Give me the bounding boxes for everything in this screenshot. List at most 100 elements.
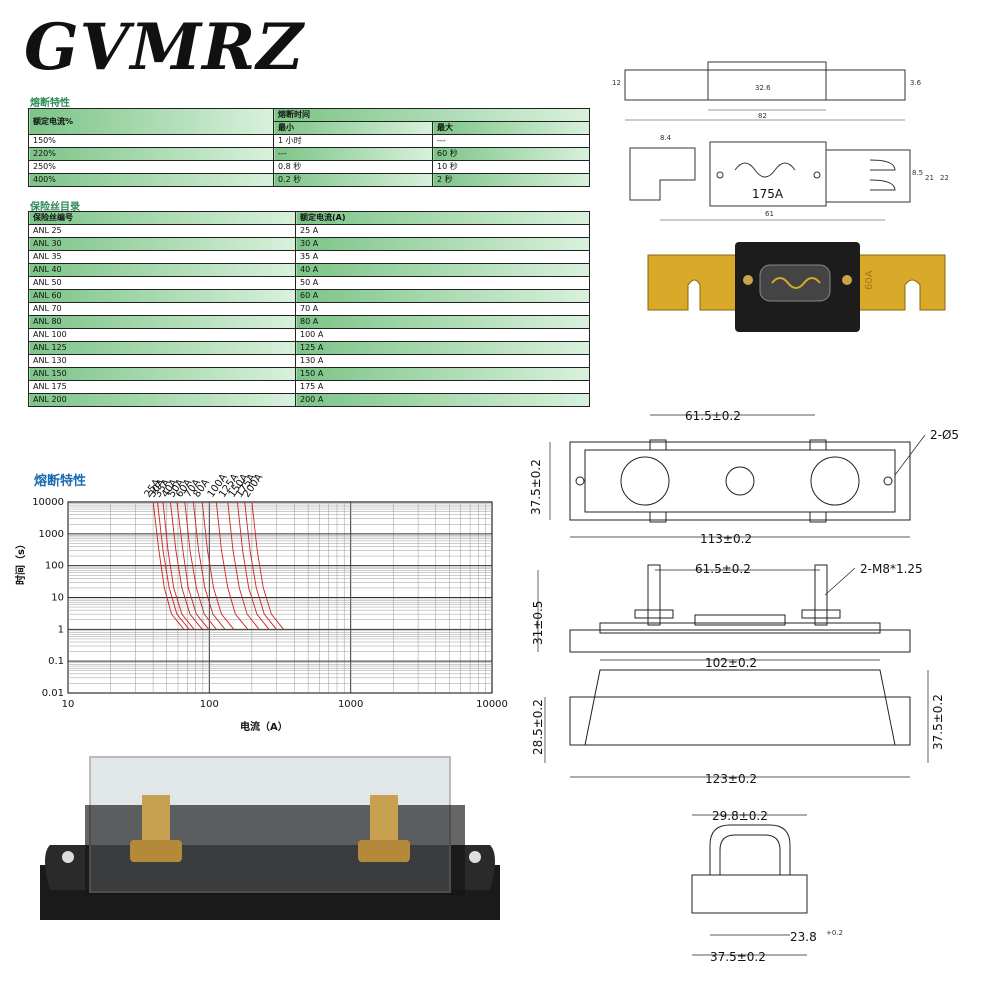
chart-legend: 25A30A35A40A50A60A70A80A100A125A150A175A… <box>143 472 266 500</box>
dim-label: 8.4 <box>660 134 672 142</box>
chart-grid <box>67 501 493 694</box>
fusing-table: 额定电流% 熔断时间 最小 最大 150% 1 小时 --- 220% --- … <box>28 108 590 187</box>
dim-label: 2-M8*1.25 <box>860 562 923 576</box>
holder-drawing: 61.5±0.2 113±0.2 37.5±0.2 2-Ø5 61.5±0.2 … <box>529 409 959 964</box>
chart-ylabel: 时间（s） <box>14 539 27 585</box>
table-cell: --- <box>432 134 590 148</box>
dim-label: 32.6 <box>755 84 771 92</box>
catalog-col-rating-header: 额定电流(A) <box>295 211 590 225</box>
x-tick-label: 10 <box>62 699 75 710</box>
table-cell: 2 秒 <box>432 173 590 187</box>
x-tick-label: 100 <box>200 699 219 710</box>
table-cell: 25 A <box>295 224 590 238</box>
y-tick-label: 10000 <box>32 497 64 508</box>
fuse-curve-60a <box>184 501 217 630</box>
holder-front-view <box>544 659 929 778</box>
table-cell: ANL 100 <box>28 328 296 342</box>
dim-label: 23.8 <box>790 930 817 944</box>
x-tick-label: 1000 <box>338 699 363 710</box>
dim-label: 61 <box>765 210 774 218</box>
terminal-stud-right <box>358 795 410 862</box>
table-cell: 35 A <box>295 250 590 264</box>
table-cell: 40 A <box>295 263 590 277</box>
table-cell: 60 A <box>295 289 590 303</box>
dim-label: 37.5±0.2 <box>529 459 543 515</box>
dim-label: 3.6 <box>910 79 922 87</box>
dim-label: 8.5 <box>912 169 923 177</box>
table-cell: 80 A <box>295 315 590 329</box>
dim-label: 123±0.2 <box>705 772 757 786</box>
fuse-curve-50a <box>176 501 210 630</box>
y-tick-label: 100 <box>45 561 64 572</box>
table-row: 400% 0.2 秒 2 秒 <box>28 173 590 187</box>
table-cell: ANL 35 <box>28 250 296 264</box>
table-cell: 10 秒 <box>432 160 590 174</box>
fuse-curve-125a <box>227 501 260 630</box>
table-cell: ANL 175 <box>28 380 296 394</box>
fuse-plan-view <box>629 141 911 221</box>
table-cell: ANL 70 <box>28 302 296 316</box>
table-cell: ANL 40 <box>28 263 296 277</box>
chart-title: 熔断特性 <box>34 474 87 489</box>
table-cell: ANL 60 <box>28 289 296 303</box>
fuse-curve-100a <box>215 501 249 630</box>
table-cell: 30 A <box>295 237 590 251</box>
y-tick-label: 1 <box>58 624 64 635</box>
dim-label: 113±0.2 <box>700 532 752 546</box>
table-cell: ANL 80 <box>28 315 296 329</box>
table-cell: 100 A <box>295 328 590 342</box>
dim-label: 102±0.2 <box>705 656 757 670</box>
table-cell: 60 秒 <box>432 147 590 161</box>
table-cell: 0.8 秒 <box>273 160 433 174</box>
fuse-photo <box>647 242 946 332</box>
fusing-table-title: 熔断特性 <box>30 98 70 109</box>
dim-label: 61.5±0.2 <box>695 562 751 576</box>
chart-curves <box>152 501 284 630</box>
table-row: 150% 1 小时 --- <box>28 134 590 148</box>
fusing-col-time-header: 熔断时间 <box>273 108 590 122</box>
table-cell: 0.2 秒 <box>273 173 433 187</box>
table-cell: 400% <box>28 173 274 187</box>
table-cell: 150 A <box>295 367 590 381</box>
table-cell: 150% <box>28 134 274 148</box>
table-row: 220% --- 60 秒 <box>28 147 590 161</box>
table-row: 250% 0.8 秒 10 秒 <box>28 160 590 174</box>
fuse-curve-150a <box>236 501 270 630</box>
fuse-curve-70a <box>192 501 226 630</box>
fuse-drawing: 32.6 82 12 3.6 175A 8.4 61 8.5 21 22 60A <box>612 61 949 332</box>
dim-label: 28.5±0.2 <box>531 699 545 755</box>
chart-xlabel: 电流（A） <box>240 720 288 733</box>
dim-label: 82 <box>758 112 767 120</box>
fuse-curve-200a <box>251 501 284 630</box>
dim-label: 29.8±0.2 <box>712 809 768 823</box>
table-cell: --- <box>273 147 433 161</box>
catalog-col-model-header: 保险丝编号 <box>28 211 296 225</box>
dim-label: 2-Ø5 <box>930 428 959 442</box>
table-cell: ANL 30 <box>28 237 296 251</box>
table-cell: 250% <box>28 160 274 174</box>
table-cell: 220% <box>28 147 274 161</box>
table-cell: 130 A <box>295 354 590 368</box>
x-tick-label: 10000 <box>476 699 508 710</box>
table-cell: ANL 50 <box>28 276 296 290</box>
table-cell: ANL 25 <box>28 224 296 238</box>
brand-logo: GVMRZ <box>24 10 305 85</box>
holder-plan-view <box>549 414 926 538</box>
fuse-photo-label: 60A <box>864 270 875 290</box>
dim-label: 31±0.5 <box>531 601 545 645</box>
table-cell: ANL 150 <box>28 367 296 381</box>
